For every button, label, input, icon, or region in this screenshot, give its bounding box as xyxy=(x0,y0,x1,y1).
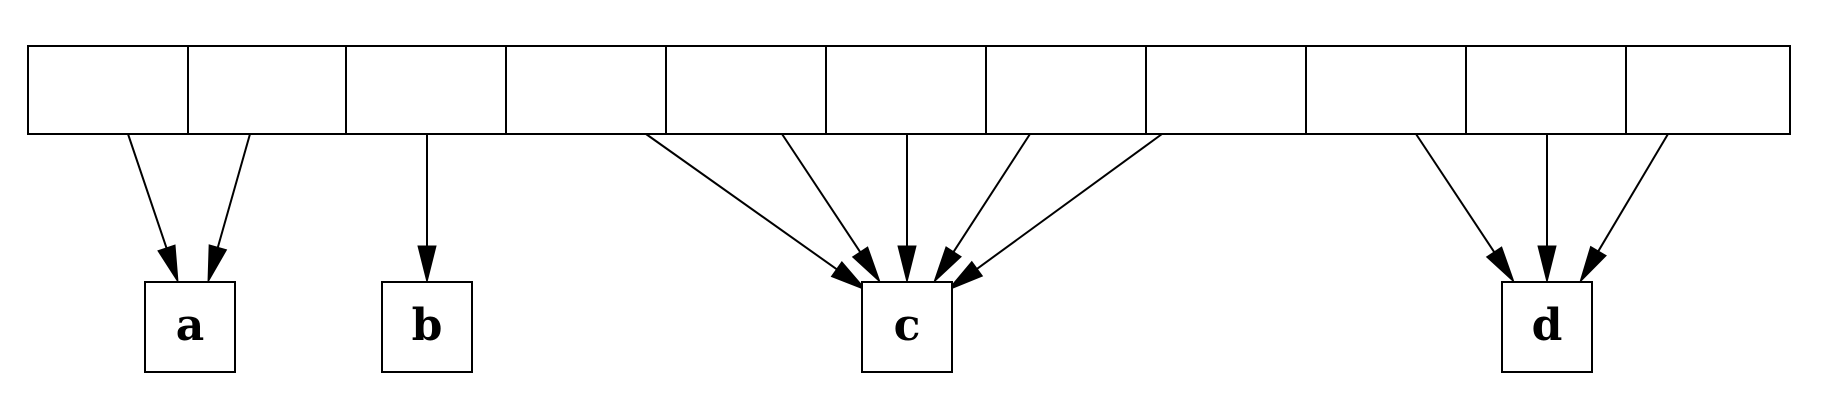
arrowhead-6 xyxy=(897,245,917,283)
edge-9-to-d xyxy=(1415,133,1495,253)
pointer-edges xyxy=(127,133,1669,291)
node-d-label: d xyxy=(1532,300,1563,351)
edge-8-to-c xyxy=(976,133,1163,270)
arrowhead-10 xyxy=(1537,245,1557,283)
bucket-cell-3 xyxy=(345,45,507,135)
bucket-array xyxy=(27,45,1791,135)
node-d-box xyxy=(1501,281,1593,373)
bucket-cell-9 xyxy=(1305,45,1467,135)
bucket-cell-8 xyxy=(1145,45,1307,135)
bucket-cell-1 xyxy=(27,45,189,135)
node-c-box xyxy=(861,281,953,373)
bucket-cell-4 xyxy=(505,45,667,135)
arrowhead-3 xyxy=(417,245,437,283)
arrowhead-5 xyxy=(851,246,881,283)
bucket-cell-6 xyxy=(825,45,987,135)
bucket-cell-7 xyxy=(985,45,1147,135)
arrowhead-1 xyxy=(157,244,179,283)
node-b-label: b xyxy=(412,300,443,351)
node-b: b xyxy=(381,281,473,373)
node-a-label: a xyxy=(176,300,205,351)
arrowhead-11 xyxy=(1579,245,1607,283)
node-c-label: c xyxy=(894,300,921,351)
arrowhead-7 xyxy=(933,246,962,283)
edge-1-to-a xyxy=(127,133,168,249)
arrowhead-4 xyxy=(830,261,867,291)
edge-11-to-d xyxy=(1597,133,1669,252)
node-a-box xyxy=(144,281,236,373)
node-a: a xyxy=(144,281,236,373)
arrowhead-8 xyxy=(947,260,984,291)
arrowhead-2 xyxy=(207,244,228,283)
edge-4-to-c xyxy=(645,133,838,270)
target-nodes: a b c d xyxy=(144,281,1593,373)
edge-5-to-c xyxy=(781,133,861,253)
node-b-box xyxy=(381,281,473,373)
bucket-cell-10 xyxy=(1465,45,1627,135)
bucket-cell-11 xyxy=(1625,45,1791,135)
edge-2-to-a xyxy=(216,133,251,248)
node-c: c xyxy=(861,281,953,373)
bucket-cell-2 xyxy=(187,45,347,135)
bucket-cell-5 xyxy=(665,45,827,135)
edge-7-to-c xyxy=(952,133,1031,253)
arrowhead-9 xyxy=(1485,246,1515,283)
node-d: d xyxy=(1501,281,1593,373)
